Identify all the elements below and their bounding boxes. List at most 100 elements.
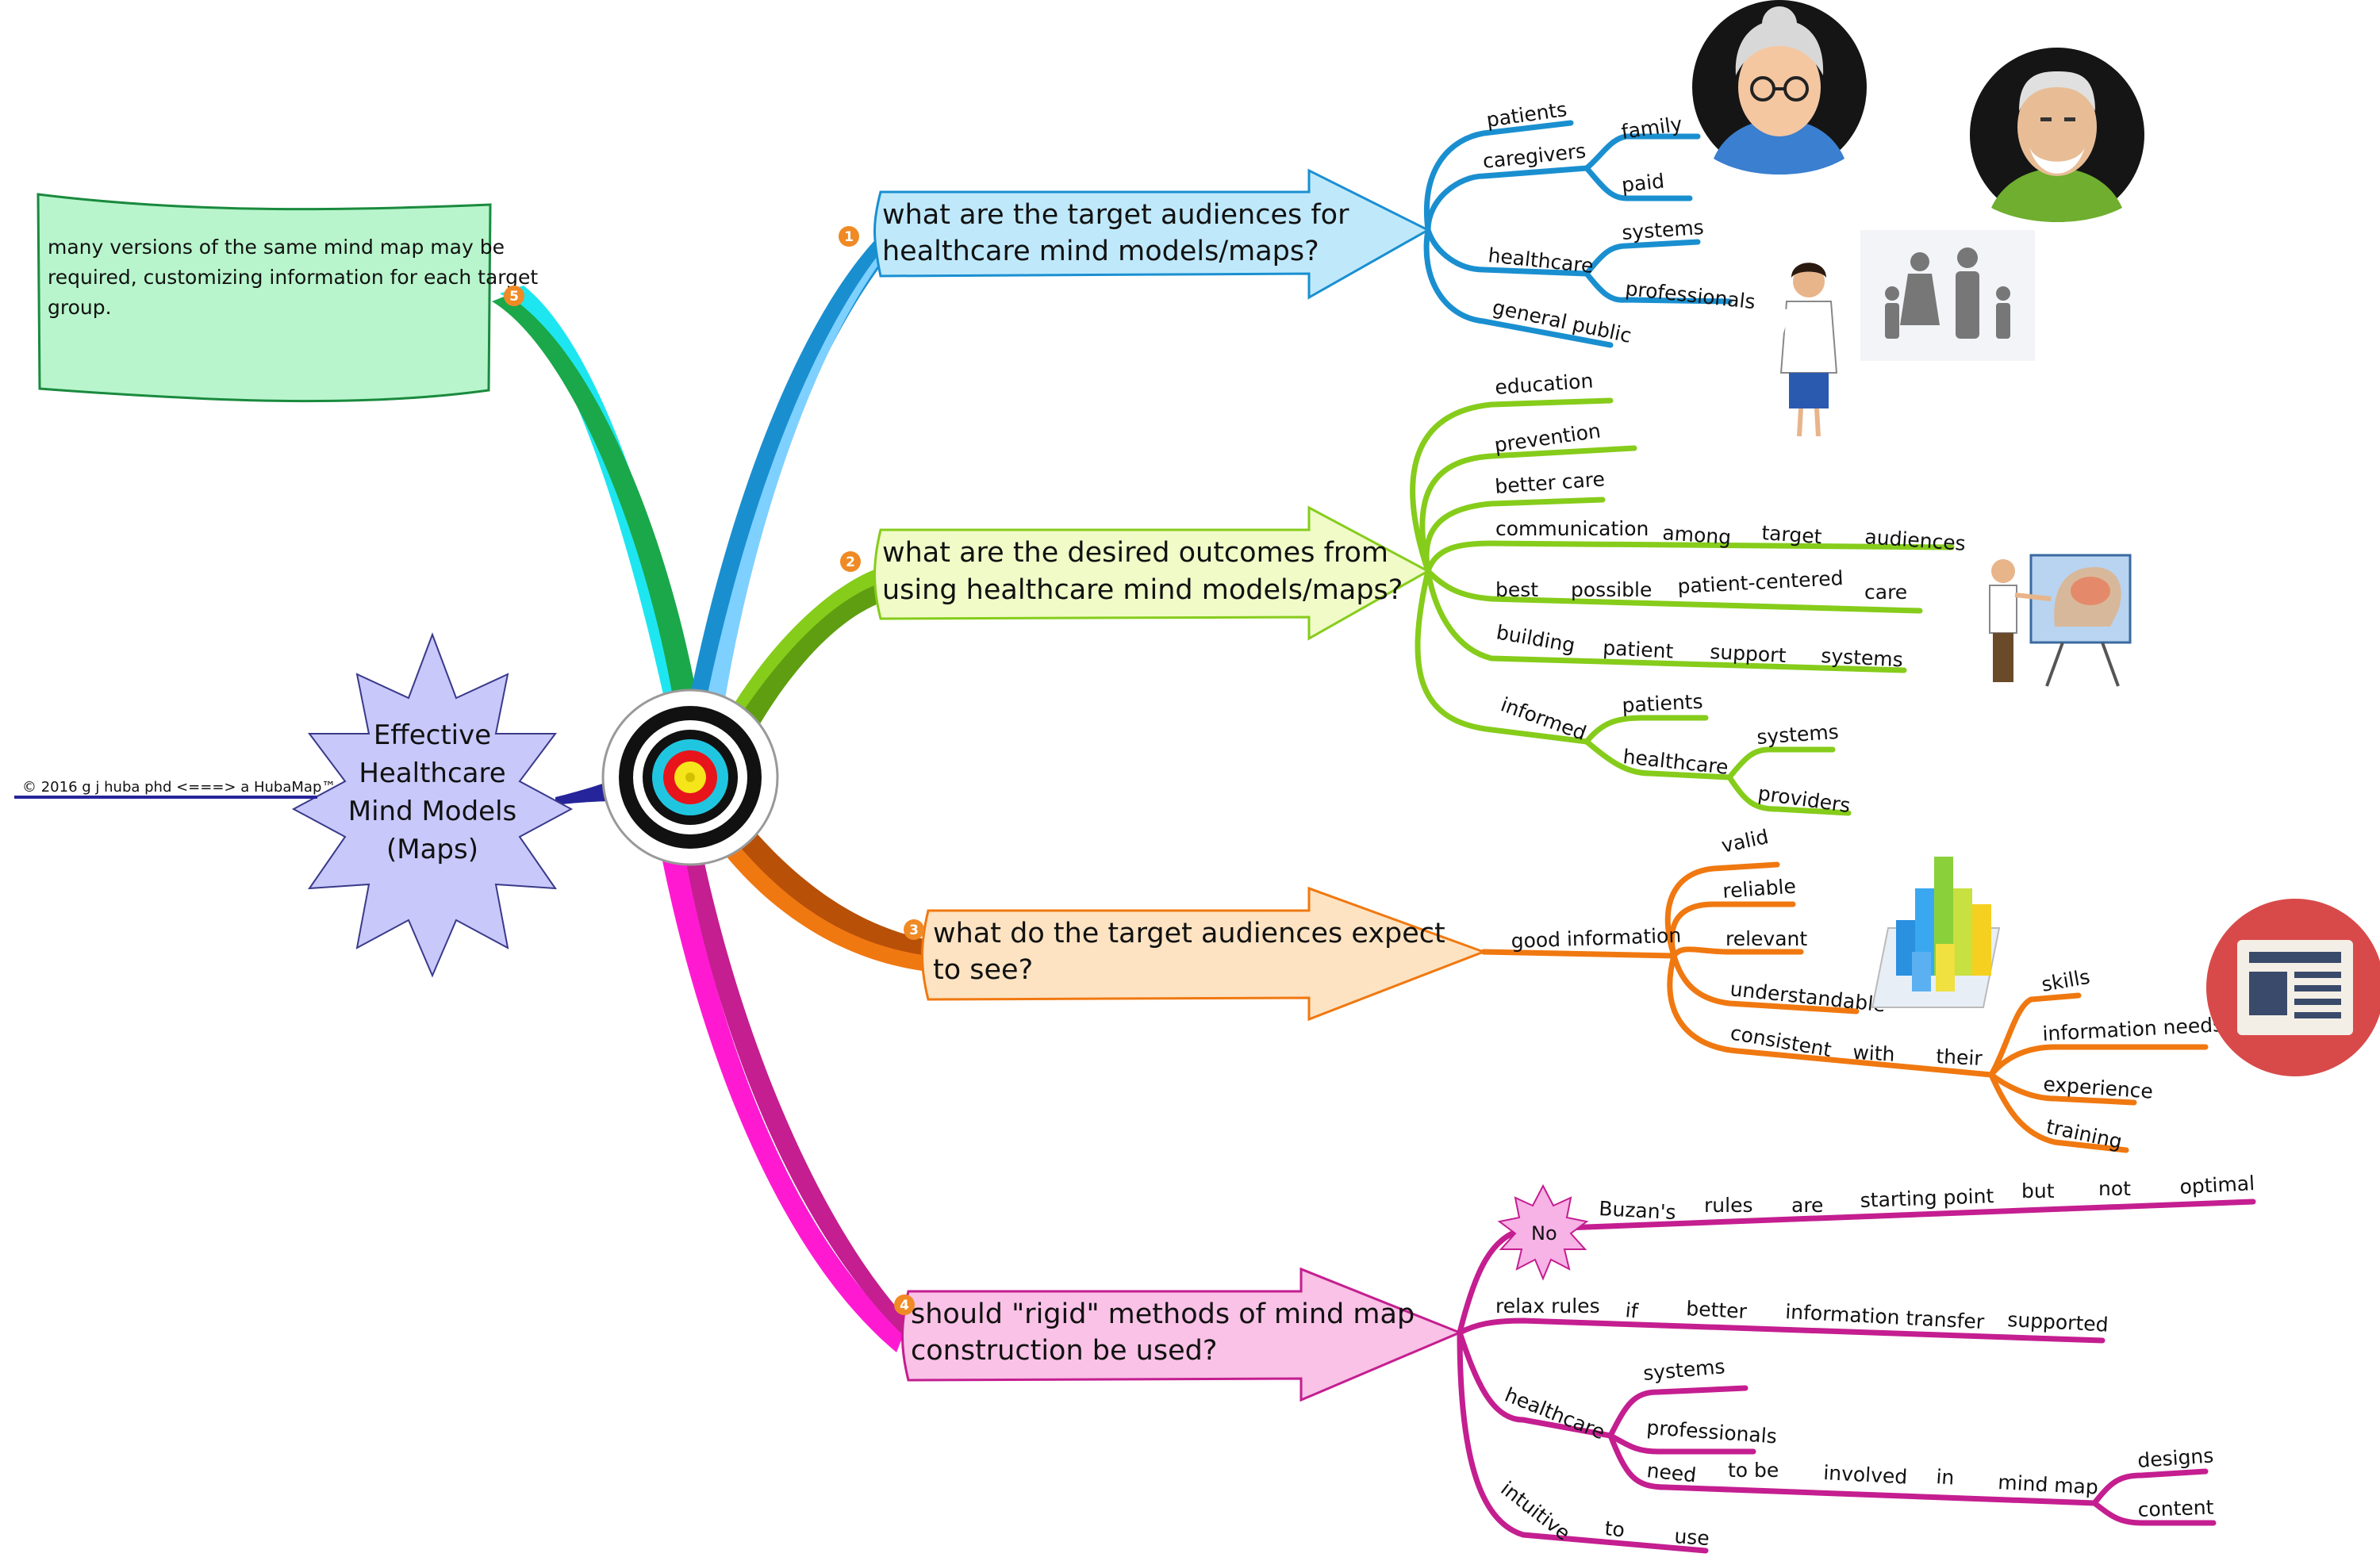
label-general-public: general public bbox=[1491, 296, 1633, 347]
topic-2-badge bbox=[840, 551, 861, 572]
topic-3-line-2: to see? bbox=[933, 954, 1033, 986]
label-audiences: audiences bbox=[1864, 525, 1967, 555]
label-rules: rules bbox=[1704, 1194, 1752, 1217]
branch-4-subtopics bbox=[1457, 1199, 2256, 1554]
label-in: in bbox=[1936, 1465, 1956, 1490]
label-better-care: better care bbox=[1494, 467, 1605, 498]
target-icon bbox=[601, 688, 779, 866]
label-systems-b4: systems bbox=[1642, 1355, 1726, 1385]
label-possible: possible bbox=[1571, 578, 1652, 601]
note-line-1: many versions of the same mind map may b… bbox=[48, 236, 505, 259]
topic-4-badge bbox=[894, 1294, 915, 1315]
label-but: but bbox=[2021, 1179, 2055, 1202]
branch-3-darkorange bbox=[722, 801, 928, 956]
topic-4-line-1: should "rigid" methods of mind map bbox=[911, 1298, 1415, 1330]
branch-4-magenta bbox=[658, 833, 904, 1352]
topic-1-line-1: what are the target audiences for bbox=[882, 199, 1349, 231]
label-professionals: professionals bbox=[1624, 277, 1756, 313]
label-their: their bbox=[1936, 1045, 1983, 1070]
label-skills: skills bbox=[2040, 965, 2091, 996]
doctor-figure-icon bbox=[1767, 263, 1838, 437]
label-designs: designs bbox=[2136, 1444, 2214, 1472]
note-line-2: required, customizing information for ea… bbox=[48, 266, 538, 289]
label-support: support bbox=[1710, 640, 1787, 667]
copyright-text: © 2016 g j huba phd <===> a HubaMap™ bbox=[22, 779, 336, 796]
topic-2-line-2: using healthcare mind models/maps? bbox=[882, 574, 1403, 606]
label-not: not bbox=[2098, 1177, 2131, 1200]
label-buzans: Buzan's bbox=[1599, 1197, 1677, 1224]
topic-1-line-2: healthcare mind models/maps? bbox=[882, 236, 1319, 267]
label-mind-map: mind map bbox=[1998, 1471, 2099, 1499]
label-patient-centered: patient-centered bbox=[1677, 566, 1844, 598]
label-systems: systems bbox=[1621, 216, 1704, 244]
label-reliable: reliable bbox=[1722, 875, 1796, 903]
label-systems-b2-2: systems bbox=[1756, 720, 1839, 749]
topic-3[interactable]: what do the target audiences expect to s… bbox=[904, 886, 1488, 1022]
label-patients-b2: patients bbox=[1622, 690, 1703, 717]
topic-2-arrow bbox=[873, 505, 1431, 641]
note-flag[interactable]: many versions of the same mind map may b… bbox=[36, 193, 538, 403]
label-relevant: relevant bbox=[1726, 927, 1807, 950]
label-use: use bbox=[1674, 1525, 1710, 1550]
topic-3-arrow bbox=[921, 886, 1488, 1022]
label-information-needs: information needs bbox=[2042, 1013, 2224, 1045]
branch-2-darklime bbox=[718, 583, 881, 765]
label-building: building bbox=[1495, 620, 1577, 657]
label-to: to bbox=[1603, 1517, 1626, 1541]
note-line-3: group. bbox=[48, 296, 112, 319]
bar-chart-3d-icon bbox=[1871, 857, 2001, 1008]
branch-2-labels: education prevention better care communi… bbox=[1493, 369, 1967, 817]
label-better: better bbox=[1686, 1297, 1749, 1323]
label-are: are bbox=[1791, 1194, 1823, 1217]
topic-3-badge bbox=[904, 919, 924, 940]
topic-2[interactable]: what are the desired outcomes from using… bbox=[840, 505, 1431, 641]
topic-4-line-2: construction be used? bbox=[911, 1335, 1217, 1367]
label-optimal: optimal bbox=[2179, 1172, 2255, 1199]
copyright-branch: © 2016 g j huba phd <===> a HubaMap™ bbox=[14, 779, 336, 799]
label-need: need bbox=[1645, 1459, 1697, 1486]
label-professionals-b4: professionals bbox=[1646, 1416, 1778, 1448]
branch-3-orange bbox=[714, 809, 928, 972]
family-icon bbox=[1860, 230, 2035, 361]
label-relax-rules: relax rules bbox=[1495, 1294, 1600, 1317]
central-node[interactable]: Effective Healthcare Mind Models (Maps) bbox=[291, 632, 574, 978]
topic-4-badge-number: 4 bbox=[900, 1298, 909, 1314]
label-involved: involved bbox=[1823, 1461, 1908, 1489]
label-best: best bbox=[1495, 578, 1538, 601]
topic-3-line-1: what do the target audiences expect bbox=[933, 918, 1445, 949]
label-communication: communication bbox=[1495, 517, 1649, 540]
older-woman-avatar-icon bbox=[1692, 0, 1867, 175]
label-target: target bbox=[1761, 521, 1823, 548]
note-flag-shape bbox=[36, 193, 492, 403]
label-education: education bbox=[1494, 369, 1594, 399]
no-starburst bbox=[1497, 1183, 1589, 1281]
label-among: among bbox=[1662, 521, 1732, 549]
label-good-information: good information bbox=[1511, 924, 1681, 953]
topic-3-badge-number: 3 bbox=[909, 922, 919, 938]
central-title-line-2: Healthcare bbox=[359, 757, 505, 789]
label-valid: valid bbox=[1719, 825, 1771, 857]
central-title-line-3: Mind Models bbox=[348, 796, 517, 827]
label-to-be: to be bbox=[1728, 1459, 1779, 1482]
label-if: if bbox=[1624, 1298, 1640, 1323]
label-content: content bbox=[2137, 1496, 2214, 1521]
branch-4-purple bbox=[682, 833, 908, 1337]
topic-4[interactable]: should "rigid" methods of mind map const… bbox=[894, 1267, 1463, 1402]
topic-2-badge-number: 2 bbox=[846, 554, 855, 570]
label-paid: paid bbox=[1621, 169, 1666, 196]
newspaper-icon bbox=[2206, 899, 2380, 1076]
label-systems-b2: systems bbox=[1821, 644, 1904, 671]
note-badge-number: 5 bbox=[509, 289, 519, 305]
older-man-avatar-icon bbox=[1970, 48, 2144, 222]
topic-1[interactable]: what are the target audiences for health… bbox=[839, 168, 1431, 300]
label-care: care bbox=[1864, 581, 1907, 604]
topic-2-line-1: what are the desired outcomes from bbox=[882, 537, 1388, 569]
note-badge bbox=[504, 286, 524, 306]
branch-note-cyan bbox=[500, 286, 698, 746]
label-supported: supported bbox=[2007, 1308, 2109, 1337]
central-title-line-4: (Maps) bbox=[386, 834, 478, 865]
presenter-brain-icon bbox=[1989, 554, 2132, 687]
label-no: No bbox=[1531, 1222, 1557, 1245]
label-with: with bbox=[1852, 1041, 1895, 1066]
